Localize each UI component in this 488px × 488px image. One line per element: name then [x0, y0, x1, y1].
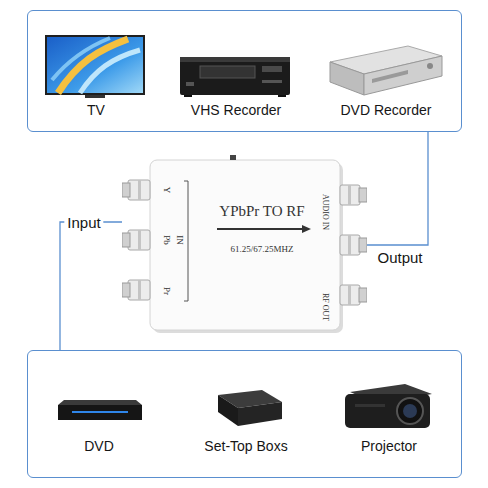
rca-ring [122, 233, 130, 247]
power-led [230, 155, 236, 160]
rca-band [138, 230, 141, 250]
tv-frame [45, 35, 145, 95]
recorder-side [330, 62, 364, 95]
set-top-box-icon [218, 390, 282, 426]
arrow-head [302, 225, 311, 233]
vhs-top [180, 57, 290, 62]
recorder-knob [427, 63, 433, 69]
port-group-label: IN [175, 235, 184, 245]
dvd-player-icon [58, 400, 142, 420]
projector-icon [345, 384, 432, 428]
rca-band [348, 285, 351, 305]
device-label: DVD [84, 439, 114, 453]
rca-ring [359, 288, 367, 302]
rca-band [348, 185, 351, 205]
input-bracket [188, 181, 189, 301]
port-label: RF OUT [321, 293, 329, 321]
vhs-icon [180, 57, 290, 97]
direction-arrow [217, 228, 303, 230]
projector-vent [355, 404, 385, 407]
rca-band [138, 280, 141, 300]
vhs-foot [278, 95, 286, 97]
rca-jack [128, 180, 150, 200]
rca-ring [359, 188, 367, 202]
port-label: AUDIO IN [321, 194, 329, 230]
device-label: DVD Recorder [340, 103, 431, 117]
dvd-recorder-icon [330, 46, 442, 95]
player-light [72, 411, 128, 413]
vhs-slot [200, 66, 255, 78]
player-top [58, 400, 142, 405]
tv-wave [80, 50, 140, 93]
port-label: Pb [162, 235, 171, 245]
rca-band [138, 180, 141, 200]
output-device-panel: TV VHS Recorder DVD Recorder [27, 10, 462, 132]
device-label: TV [87, 103, 105, 117]
tv-screen [47, 37, 143, 93]
rca-jack [128, 280, 150, 300]
box-body [150, 160, 340, 330]
output-connector [367, 132, 428, 245]
rca-band [348, 235, 351, 255]
vhs-foot [184, 95, 192, 97]
input-device-panel: DVD Set-Top Boxs Projector [27, 350, 462, 478]
frequency-label: 61.25/67.25MHZ [231, 245, 294, 254]
recorder-tray [372, 70, 408, 83]
connector-label: Input [64, 214, 103, 231]
tv-wave [52, 38, 110, 80]
device-label: VHS Recorder [191, 103, 281, 117]
vhs-button [262, 80, 282, 83]
device-label: Projector [361, 439, 417, 453]
rca-jack [340, 285, 360, 305]
stb-side [218, 395, 238, 426]
device-label: Set-Top Boxs [204, 439, 287, 453]
bracket-tick [184, 301, 188, 302]
rca-jack [340, 235, 360, 255]
stb-front [238, 402, 282, 426]
player-front [58, 405, 142, 420]
port-label: Pr [162, 287, 171, 295]
input-connector [60, 222, 122, 350]
bracket-tick [184, 181, 188, 182]
rca-jack [128, 230, 150, 250]
tv-stand [85, 95, 105, 98]
rca-jack [340, 185, 360, 205]
rca-ring [122, 283, 130, 297]
recorder-front [364, 56, 442, 95]
vhs-button [186, 82, 194, 86]
product-title: YPbPr TO RF [219, 204, 304, 219]
port-label: Y [162, 187, 171, 194]
rca-ring [359, 238, 367, 252]
projector-lens [397, 398, 423, 424]
rca-ring [122, 183, 130, 197]
connector-label: Output [374, 249, 425, 266]
converter-box: YPbPr TO RF 61.25/67.25MHZ Y PbPr IN AUDIO IN… [122, 155, 367, 333]
projector-body [345, 394, 430, 428]
projector-glass [403, 404, 417, 418]
vhs-body [180, 57, 290, 95]
vhs-display [262, 66, 282, 72]
tv-icon [45, 35, 145, 98]
